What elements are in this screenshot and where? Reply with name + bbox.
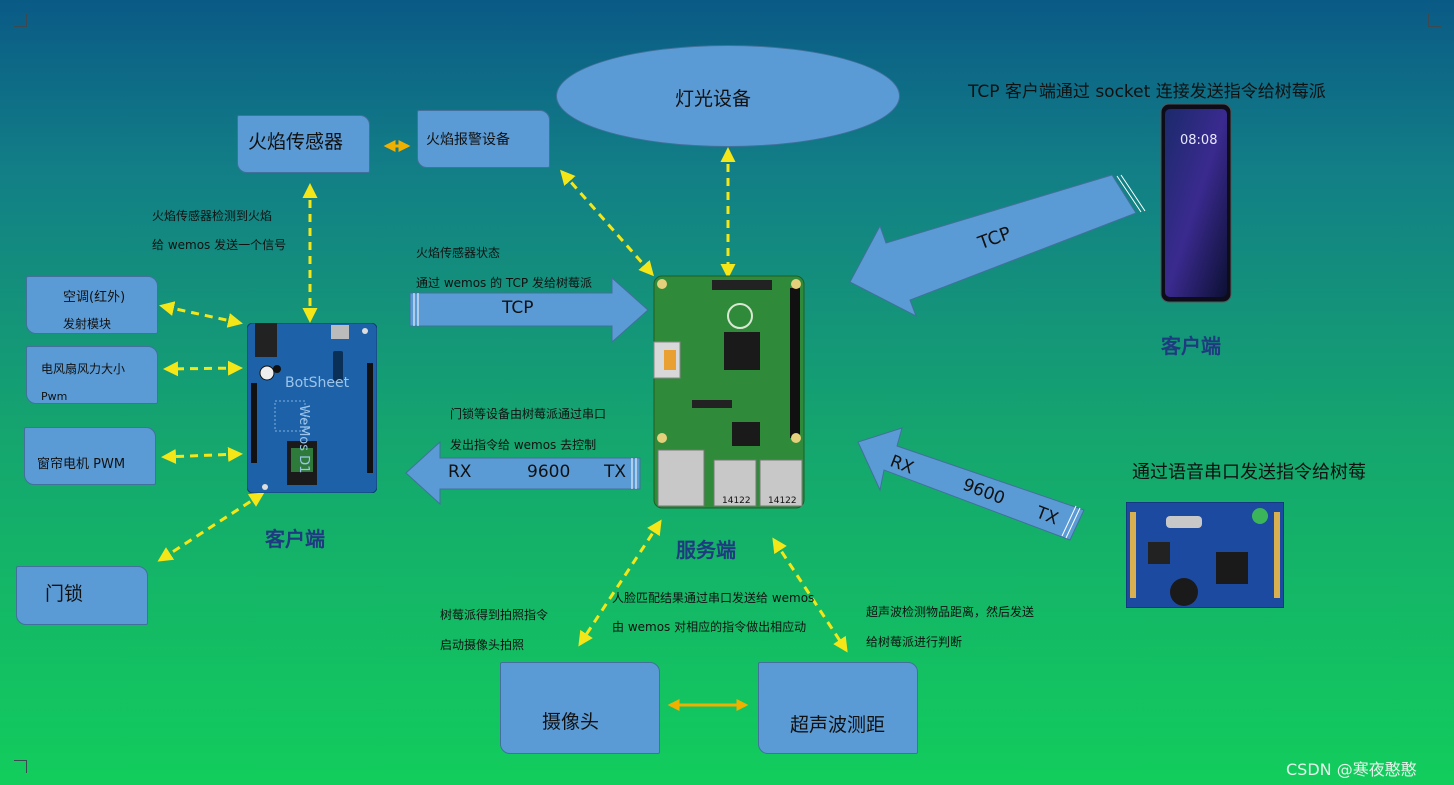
dashed-arrow-doorlock [157,492,265,562]
camera-box: 摄像头 [500,662,660,754]
camera-label: 摄像头 [542,711,600,733]
dashed-arrow-ac [159,301,243,328]
flame-alarm-label: 火焰报警设备 [426,132,510,148]
face-note-line2: 由 wemos 对相应的指令做出相应动 [612,620,807,634]
serial-arrow-left [405,440,641,506]
smartphone-image: 08:08 [1160,103,1232,303]
doorlock-box: 门锁 [16,566,148,625]
phone-time: 08:08 [1180,133,1218,148]
dashed-arrow-fan [163,360,243,377]
corner-mark-bottom-left [14,760,27,773]
doorlock-note-line1: 门锁等设备由树莓派通过串口 [450,407,607,421]
serial-arrow-right [857,427,1085,541]
ultrasonic-note-line1: 超声波检测物品距离，然后发送 [866,605,1035,619]
raspberry-pi-board-image: 14122 14122 [652,274,806,510]
corner-mark-top-left [14,14,27,27]
ultrasonic-note-line2: 给树莓派进行判断 [866,635,963,649]
camera-note-line1: 树莓派得到拍照指令 [440,608,549,622]
ultrasonic-box: 超声波测距 [758,662,918,754]
fan-label-line1: 电风扇风力大小 [41,362,126,376]
fan-box: 电风扇风力大小 Pwm [26,346,158,404]
wemos-board-text: BotSheet [285,375,350,391]
doorlock-note-line2: 发出指令给 wemos 去控制 [450,438,597,452]
tcp-arrow-right [849,174,1146,318]
camera-note-line2: 启动摄像头拍照 [440,638,525,652]
curtain-box: 窗帘电机 PWM [24,427,156,485]
curtain-label: 窗帘电机 PWM [37,457,126,472]
flame-state-note-line2: 通过 wemos 的 TCP 发给树莓派 [416,276,592,290]
dashed-arrow-alarm-to-pi [560,169,654,277]
light-device-ellipse: 灯光设备 [556,45,900,147]
tcp-arrow-middle [409,276,649,344]
dashed-arrow-ultrasonic [772,537,848,653]
ac-label-line1: 空调(红外) [63,290,126,305]
serial-left-tx-label: TX [604,462,627,482]
client-right-title: 客户端 [1161,334,1221,358]
tcp-client-title: TCP 客户端通过 socket 连接发送指令给树莓派 [968,82,1326,102]
dashed-arrow-curtain [161,446,243,465]
flame-state-note-line1: 火焰传感器状态 [416,246,501,260]
flame-detect-note-line2: 给 wemos 发送一个信号 [152,238,287,252]
corner-mark-top-right [1428,14,1441,27]
flame-alarm-box: 火焰报警设备 [417,110,550,168]
watermark: CSDN @寒夜憨憨 [1286,760,1417,779]
light-device-label: 灯光设备 [675,88,752,110]
serial-left-rx-label: RX [448,462,472,482]
serial-left-baud-label: 9600 [527,462,571,482]
server-title: 服务端 [676,538,736,562]
voice-title: 通过语音串口发送指令给树莓 [1132,462,1366,483]
tcp-arrow-middle-label: TCP [502,298,534,318]
ac-box: 空调(红外) 发射模块 [26,276,158,334]
wemos-d1-board-image: BotSheet WeMos D1 [246,322,378,494]
dashed-arrow-camera [578,519,662,647]
client-left-title: 客户端 [265,527,325,551]
wemos-brand-text: WeMos D1 [296,405,311,474]
flame-sensor-label: 火焰传感器 [248,131,344,153]
flame-detect-note-line1: 火焰传感器检测到火焰 [152,209,273,223]
fan-label-line2: Pwm [41,390,68,403]
flame-sensor-box: 火焰传感器 [237,115,370,173]
doorlock-label: 门锁 [45,583,84,605]
face-note-line1: 人脸匹配结果通过串口发送给 wemos [612,591,815,605]
ac-label-line2: 发射模块 [63,317,112,331]
usb-label-1: 14122 [722,496,751,506]
ultrasonic-label: 超声波测距 [790,714,886,736]
usb-label-2: 14122 [768,496,797,506]
voice-module-image [1125,501,1285,609]
